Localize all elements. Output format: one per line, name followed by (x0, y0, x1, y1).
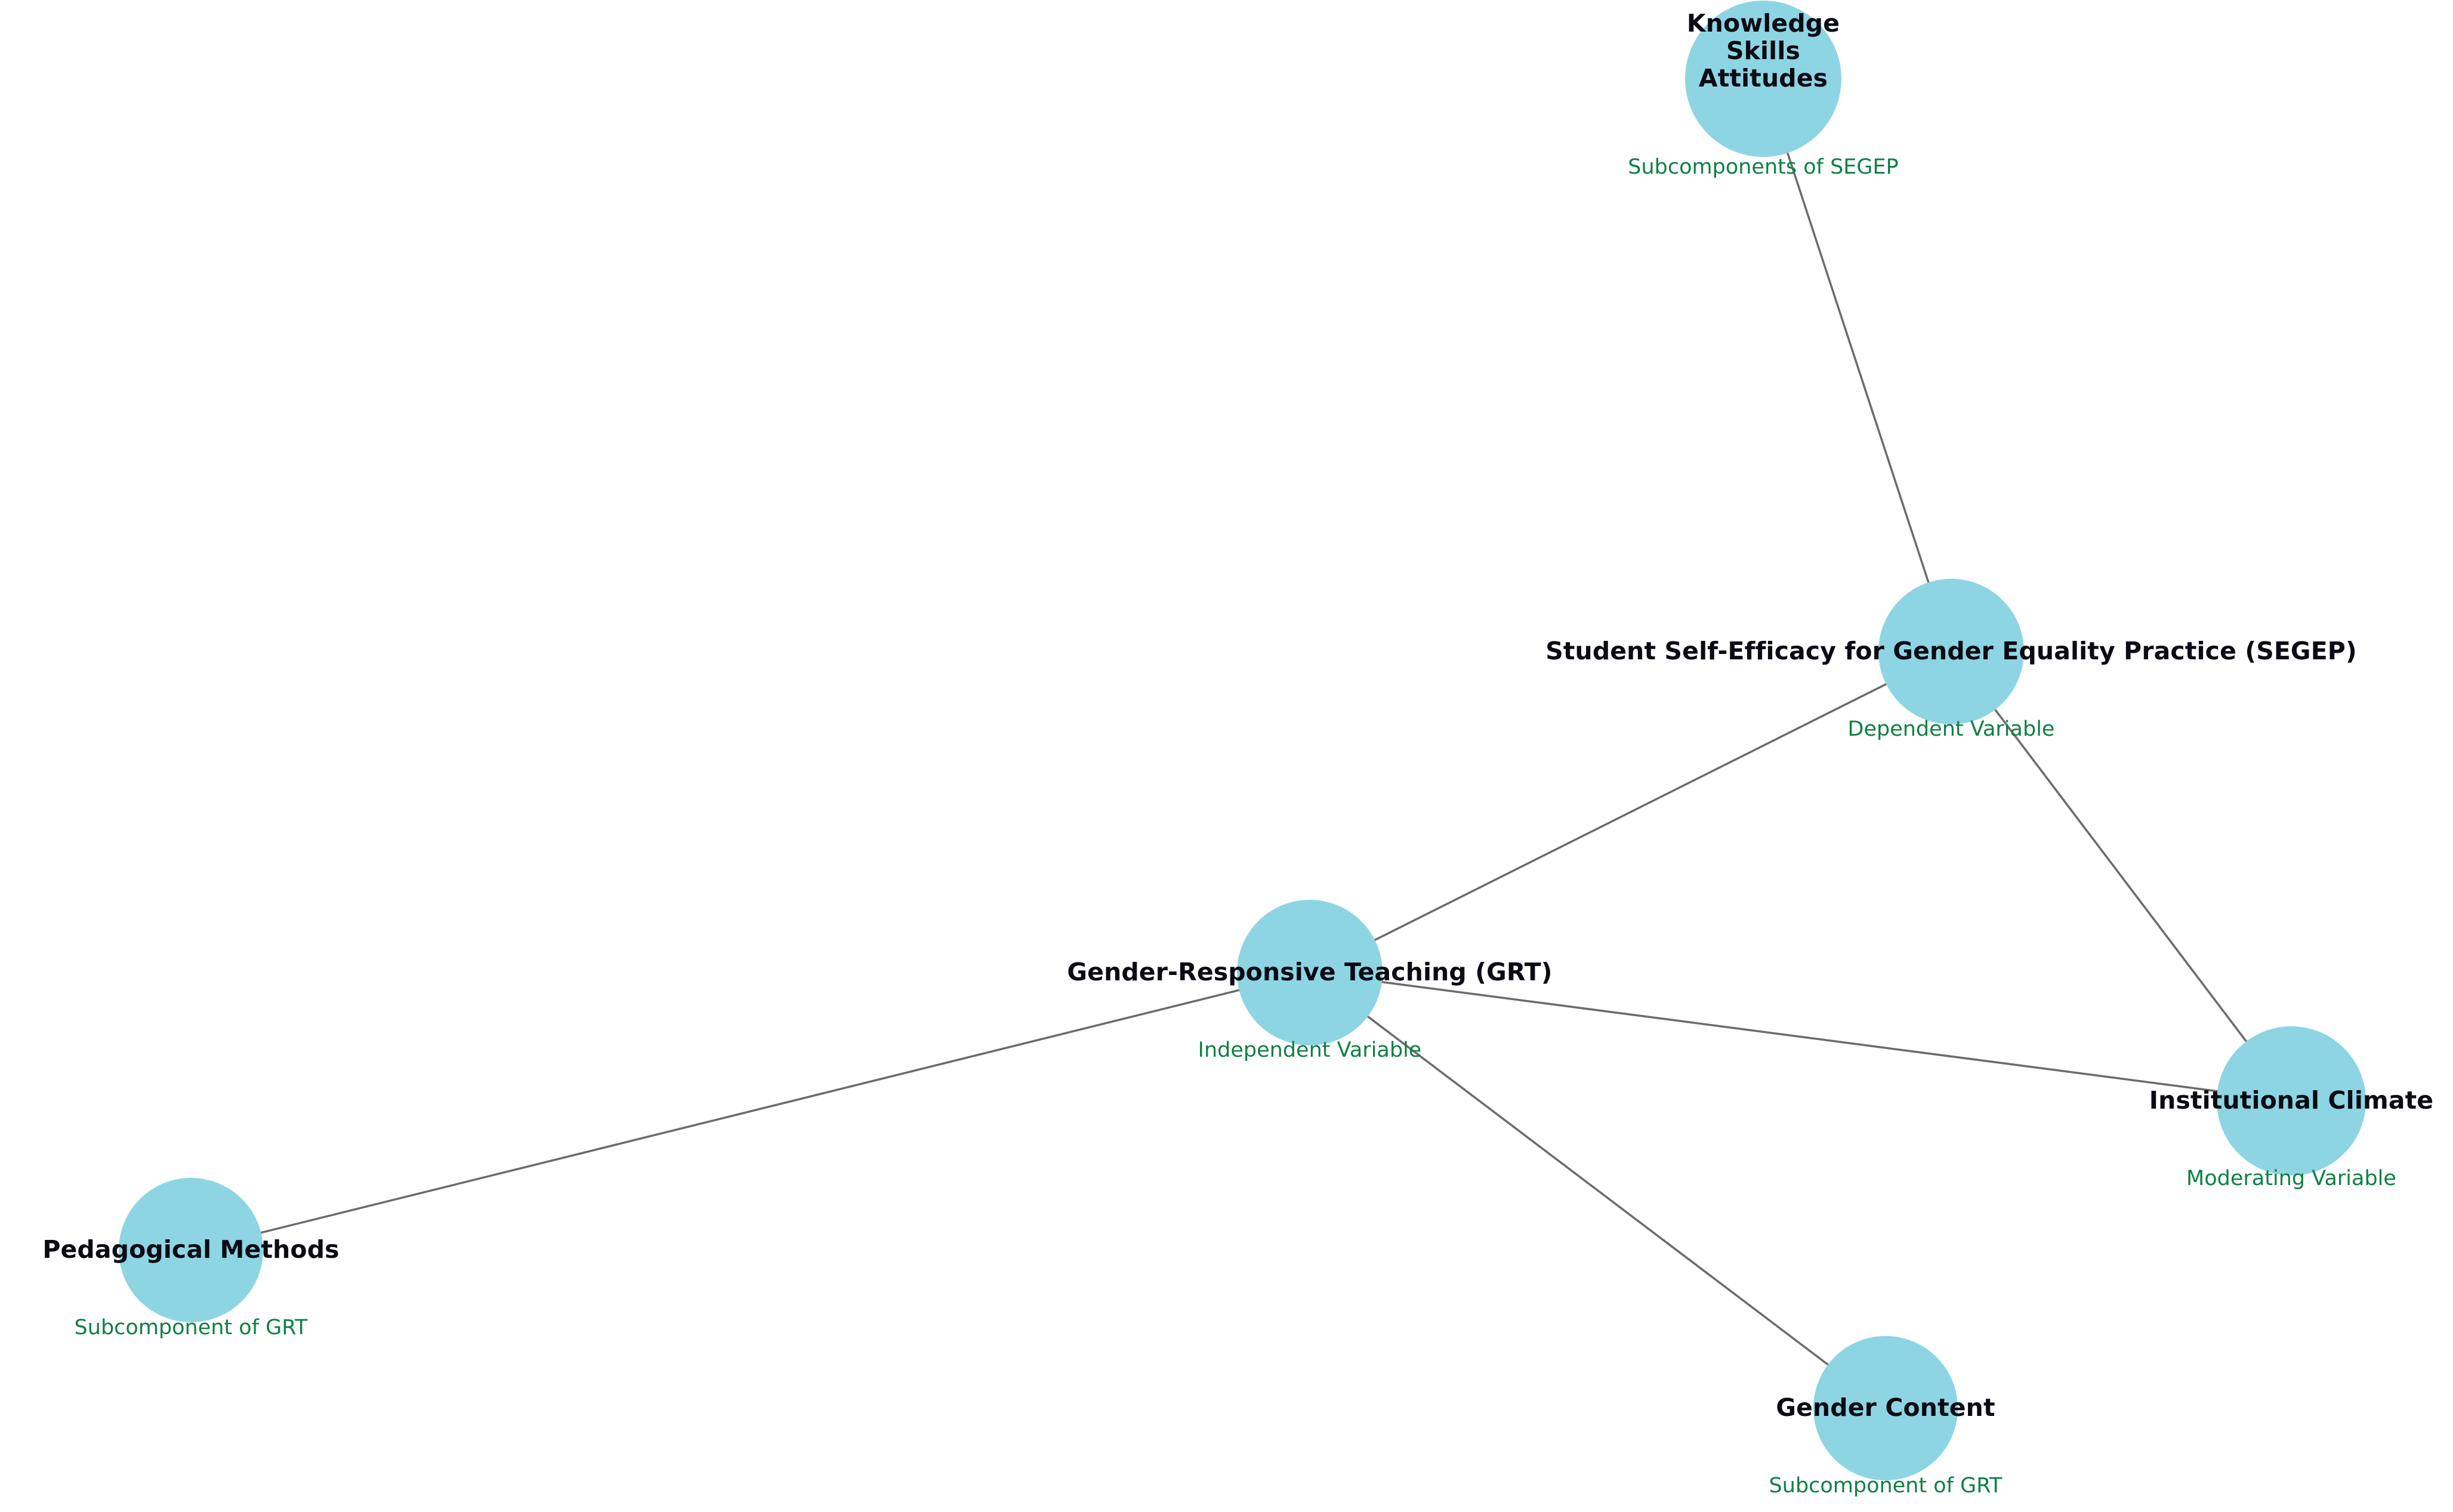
node-label-ksa: Knowledge Skills Attitudes (1686, 9, 1840, 92)
node-sublabel-content: Subcomponent of GRT (1769, 1474, 2002, 1498)
graph-edge-segep-grt (1371, 682, 1890, 942)
graph-edge-segep-climate (1992, 706, 2249, 1045)
node-circle-ksa[interactable] (1685, 1, 1841, 157)
graph-edge-grt-pedagogical (257, 988, 1243, 1235)
node-sublabel-segep: Dependent Variable (1847, 717, 2055, 741)
node-sublabel-grt: Independent Variable (1198, 1038, 1422, 1062)
node-circle-climate[interactable] (2217, 1026, 2366, 1175)
node-label-pedagogical: Pedagogical Methods (42, 1235, 340, 1264)
node-circle-segep[interactable] (1878, 579, 2024, 724)
node-circle-grt[interactable] (1237, 900, 1383, 1045)
node-sublabel-ksa: Subcomponents of SEGEP (1628, 155, 1899, 179)
graph-edge-ksa-segep (1785, 149, 1930, 586)
node-label-climate: Institutional Climate (2149, 1086, 2434, 1115)
node-sublabel-pedagogical: Subcomponent of GRT (74, 1316, 308, 1340)
graph-edge-grt-climate (1378, 980, 2221, 1093)
node-sublabel-climate: Moderating Variable (2186, 1167, 2396, 1190)
graph-edge-grt-content (1365, 1014, 1831, 1368)
node-label-content: Gender Content (1776, 1393, 1995, 1422)
node-circle-pedagogical[interactable] (119, 1178, 263, 1322)
node-label-grt: Gender-Responsive Teaching (GRT) (1067, 958, 1553, 987)
node-label-segep: Student Self-Efficacy for Gender Equalit… (1545, 637, 2357, 666)
node-circle-content[interactable] (1813, 1336, 1958, 1480)
